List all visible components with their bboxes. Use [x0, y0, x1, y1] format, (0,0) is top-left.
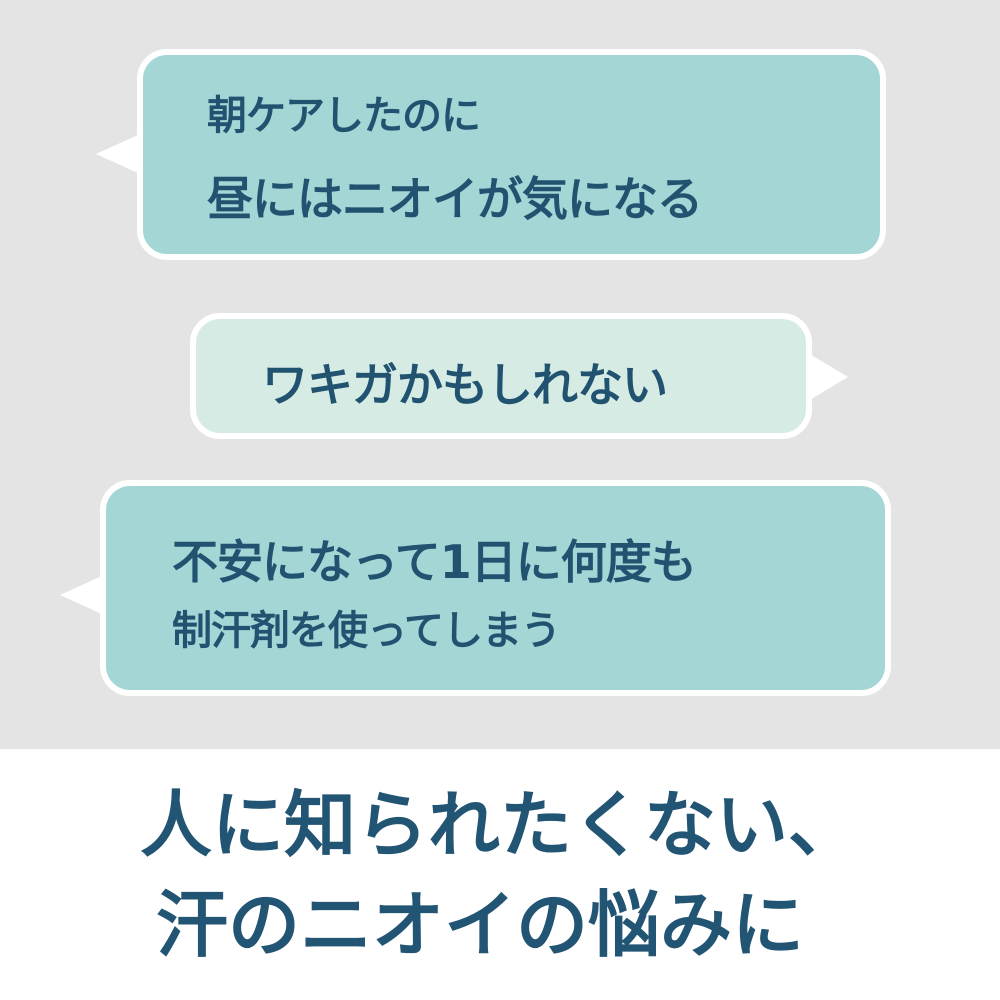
- bubble-1-line-1: 朝ケアしたのに: [207, 93, 481, 139]
- speech-bubble-tail-icon: [96, 134, 140, 174]
- bubble-1-line-2: 昼にはニオイが気になる: [207, 172, 703, 226]
- bubble-3-line-2: 制汗剤を使ってしまう: [172, 608, 561, 654]
- speech-bubble-1: 朝ケアしたのに 昼にはニオイが気になる: [137, 49, 886, 260]
- speech-bubble-3: 不安になって1日に何度も 制汗剤を使ってしまう: [100, 480, 891, 696]
- headline-line-1: 人に知られたくない、: [139, 782, 860, 867]
- bubble-3-line-1: 不安になって1日に何度も: [172, 535, 697, 589]
- speech-bubble-tail-icon: [60, 575, 104, 615]
- speech-bubble-2: ワキガかもしれない: [190, 313, 812, 439]
- speech-bubble-tail-icon: [808, 353, 848, 401]
- headline-line-2: 汗のニオイの悩みに: [155, 882, 804, 967]
- bubble-2-line-1: ワキガかもしれない: [262, 358, 668, 412]
